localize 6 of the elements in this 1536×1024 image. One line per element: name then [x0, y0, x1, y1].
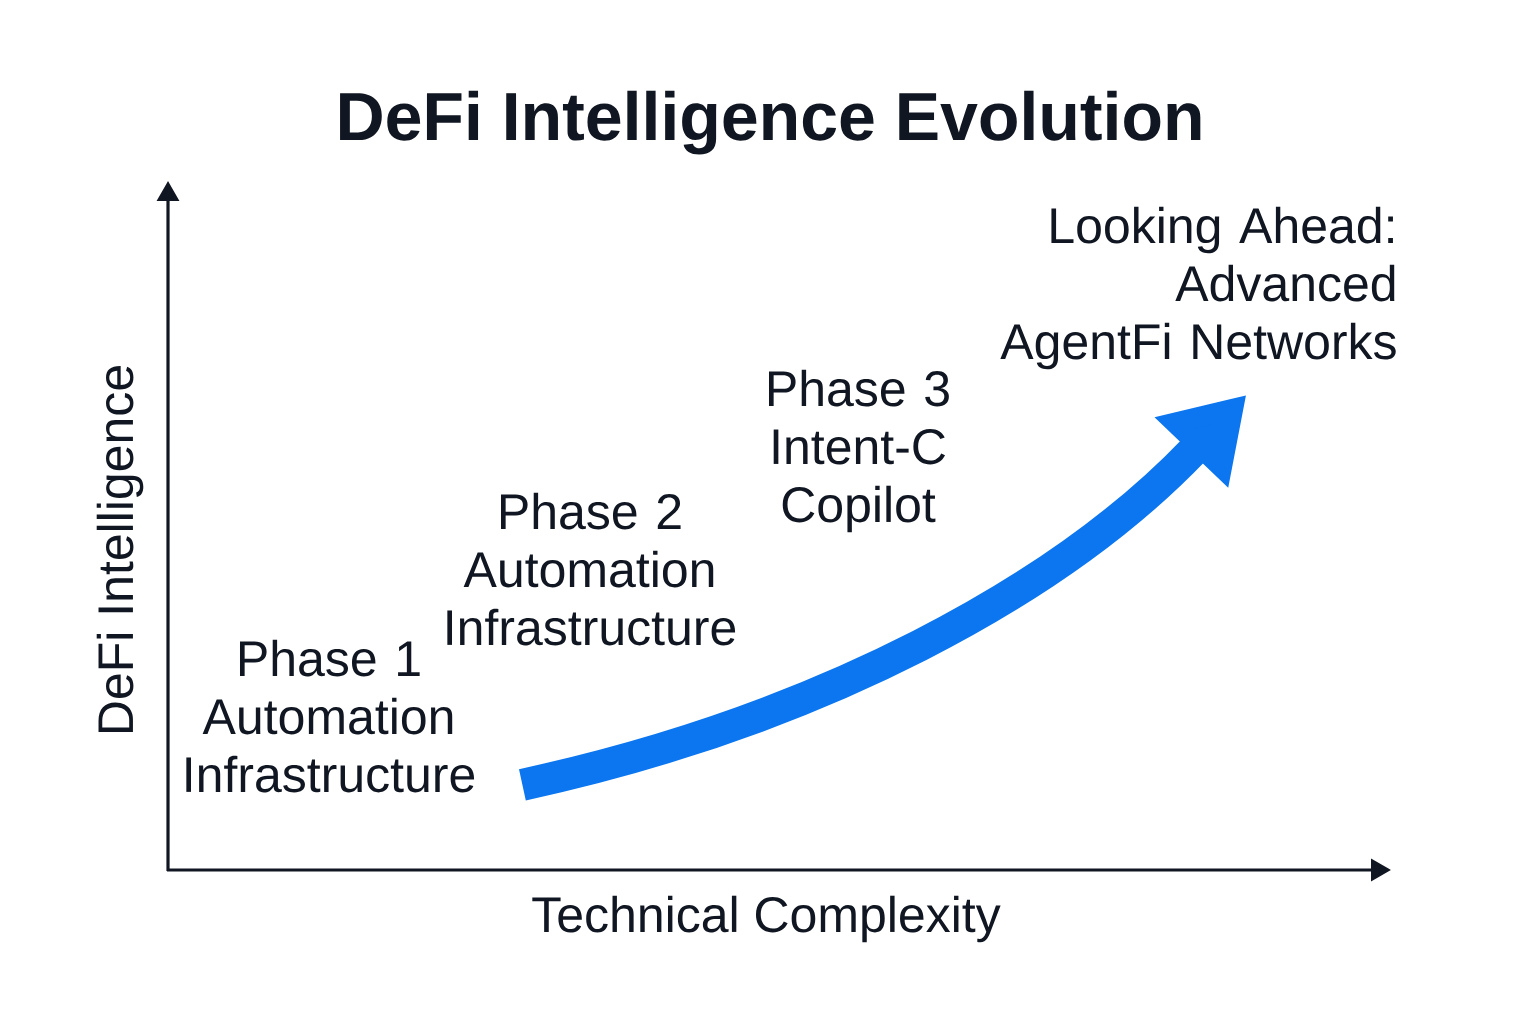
phase-label: Phase 2 Automation Infrastructure: [447, 492, 736, 646]
y-axis-label: DeFi Intelligence: [96, 366, 144, 733]
x-axis-label: Technical Complexity: [532, 895, 1001, 943]
title: DeFi Intelligence Evolution: [340, 90, 1201, 155]
phase-label: Phase 3 Intent-C Copilot: [769, 369, 949, 533]
outlook-label: Looking Ahead: Advanced AgentFi Networks: [1000, 206, 1396, 370]
